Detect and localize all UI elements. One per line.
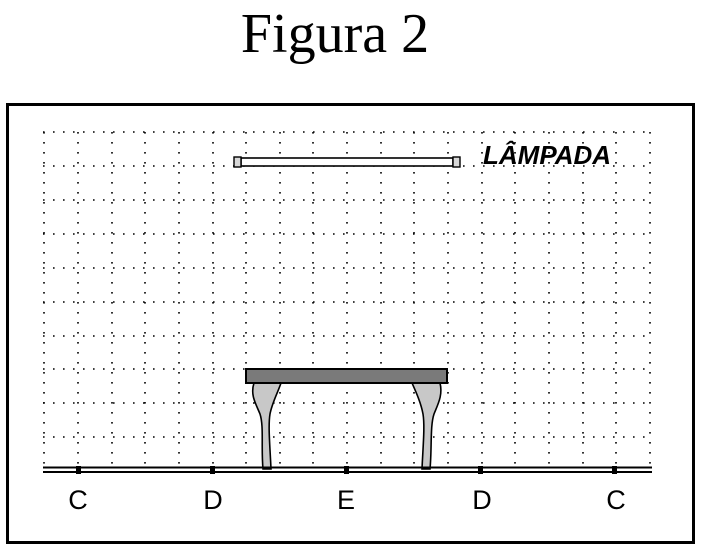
table-leg-left — [251, 382, 283, 470]
dotted-grid — [43, 131, 652, 466]
floor-tick-4 — [478, 466, 483, 474]
floor-tick-2 — [210, 466, 215, 474]
floor-label-d-right: D — [472, 485, 492, 515]
table — [245, 368, 448, 470]
floor-tick-3 — [344, 466, 349, 474]
floor-label-c-left: C — [68, 485, 88, 515]
table-top — [245, 368, 448, 384]
floor — [43, 466, 652, 474]
floor-label-d-left: D — [203, 485, 223, 515]
figure-title: Figura 2 — [240, 3, 430, 65]
floor-label-c-right: C — [606, 485, 626, 515]
table-leg-right — [410, 382, 442, 470]
figure-frame — [6, 103, 695, 544]
lamp — [233, 156, 461, 168]
lamp-label: LÂMPADA — [483, 140, 611, 170]
floor-tick-1 — [76, 466, 81, 474]
lamp-cap-left — [233, 156, 242, 168]
floor-label-e: E — [337, 485, 355, 515]
lamp-tube — [240, 157, 454, 167]
floor-tick-5 — [612, 466, 617, 474]
lamp-cap-right — [452, 156, 461, 168]
